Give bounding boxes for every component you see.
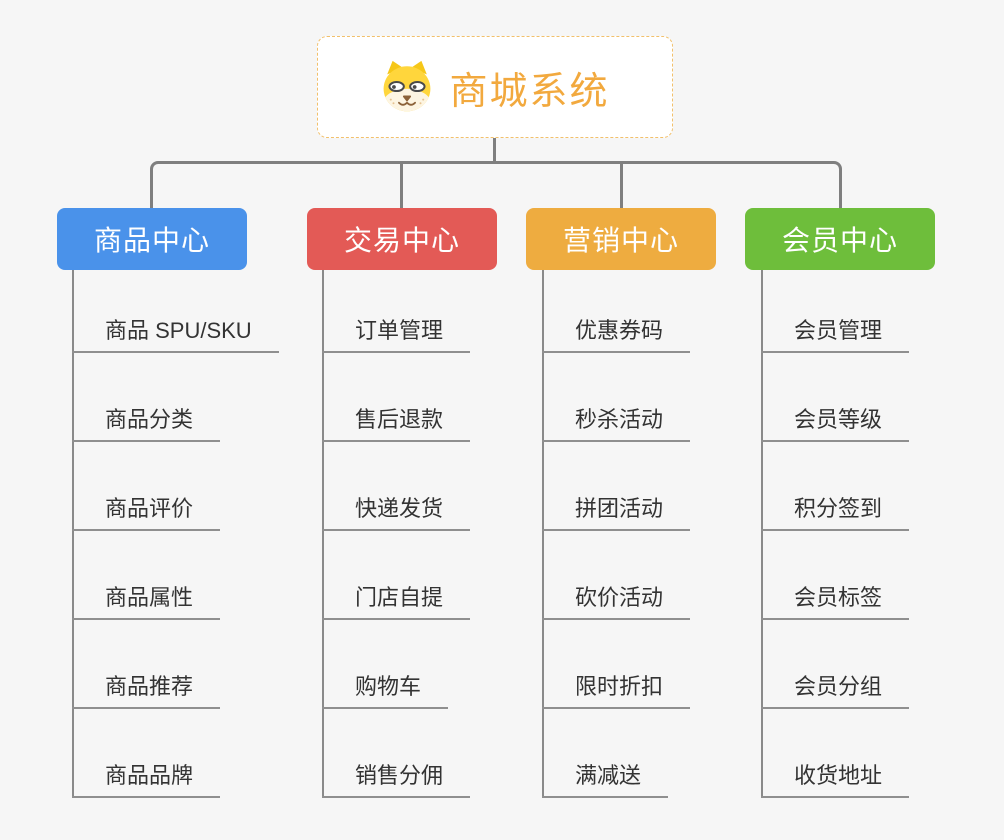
branch1-children: 商品 SPU/SKU 商品分类 商品评价 商品属性 商品推荐 商品品牌 <box>72 311 279 798</box>
leaf-node[interactable]: 拼团活动 <box>542 489 691 531</box>
leaf-node[interactable]: 砍价活动 <box>542 578 691 620</box>
branch2-drop-line <box>400 164 403 208</box>
branch3-drop-line <box>620 164 623 208</box>
branch-label: 会员中心 <box>781 225 898 256</box>
branch-node-marketing-center[interactable]: 营销中心 <box>526 208 716 270</box>
leaf-node[interactable]: 商品属性 <box>72 578 221 620</box>
leaf-node[interactable]: 商品 SPU/SKU <box>72 311 279 353</box>
branch-node-trade-center[interactable]: 交易中心 <box>307 208 497 270</box>
leaf-node[interactable]: 快递发货 <box>322 489 471 531</box>
root-node[interactable]: 商城系统 <box>317 36 673 138</box>
leaf-node[interactable]: 优惠券码 <box>542 311 691 353</box>
root-connector-line <box>493 138 496 164</box>
leaf-node[interactable]: 订单管理 <box>322 311 471 353</box>
leaf-node[interactable]: 售后退款 <box>322 400 471 442</box>
leaf-node[interactable]: 商品推荐 <box>72 667 221 709</box>
leaf-node[interactable]: 限时折扣 <box>542 667 691 709</box>
leaf-node[interactable]: 秒杀活动 <box>542 400 691 442</box>
branch2-spine-line <box>322 270 324 798</box>
leaf-node[interactable]: 收货地址 <box>761 756 910 798</box>
leaf-node[interactable]: 会员标签 <box>761 578 910 620</box>
branch2-children: 订单管理 售后退款 快递发货 门店自提 购物车 销售分佣 <box>322 311 471 798</box>
dog-face-icon <box>384 60 431 112</box>
leaf-node[interactable]: 销售分佣 <box>322 756 471 798</box>
leaf-node[interactable]: 会员管理 <box>761 311 910 353</box>
branch3-spine-line <box>542 270 544 798</box>
leaf-node[interactable]: 商品分类 <box>72 400 221 442</box>
branch-node-member-center[interactable]: 会员中心 <box>745 208 935 270</box>
branch4-spine-line <box>761 270 763 798</box>
branch4-children: 会员管理 会员等级 积分签到 会员标签 会员分组 收货地址 <box>761 311 910 798</box>
leaf-node[interactable]: 会员等级 <box>761 400 910 442</box>
leaf-node[interactable]: 商品评价 <box>72 489 221 531</box>
branch-label: 商品中心 <box>93 225 210 256</box>
branch-label: 交易中心 <box>343 225 460 256</box>
leaf-node[interactable]: 购物车 <box>322 667 449 709</box>
branch-node-product-center[interactable]: 商品中心 <box>57 208 247 270</box>
root-title: 商城系统 <box>449 70 610 113</box>
leaf-node[interactable]: 积分签到 <box>761 489 910 531</box>
branch3-children: 优惠券码 秒杀活动 拼团活动 砍价活动 限时折扣 满减送 <box>542 311 691 798</box>
branch1-spine-line <box>72 270 74 798</box>
leaf-node[interactable]: 会员分组 <box>761 667 910 709</box>
leaf-node[interactable]: 满减送 <box>542 756 669 798</box>
branch-rail-connector <box>150 161 842 208</box>
leaf-node[interactable]: 商品品牌 <box>72 756 221 798</box>
branch-label: 营销中心 <box>562 225 679 256</box>
leaf-node[interactable]: 门店自提 <box>322 578 471 620</box>
